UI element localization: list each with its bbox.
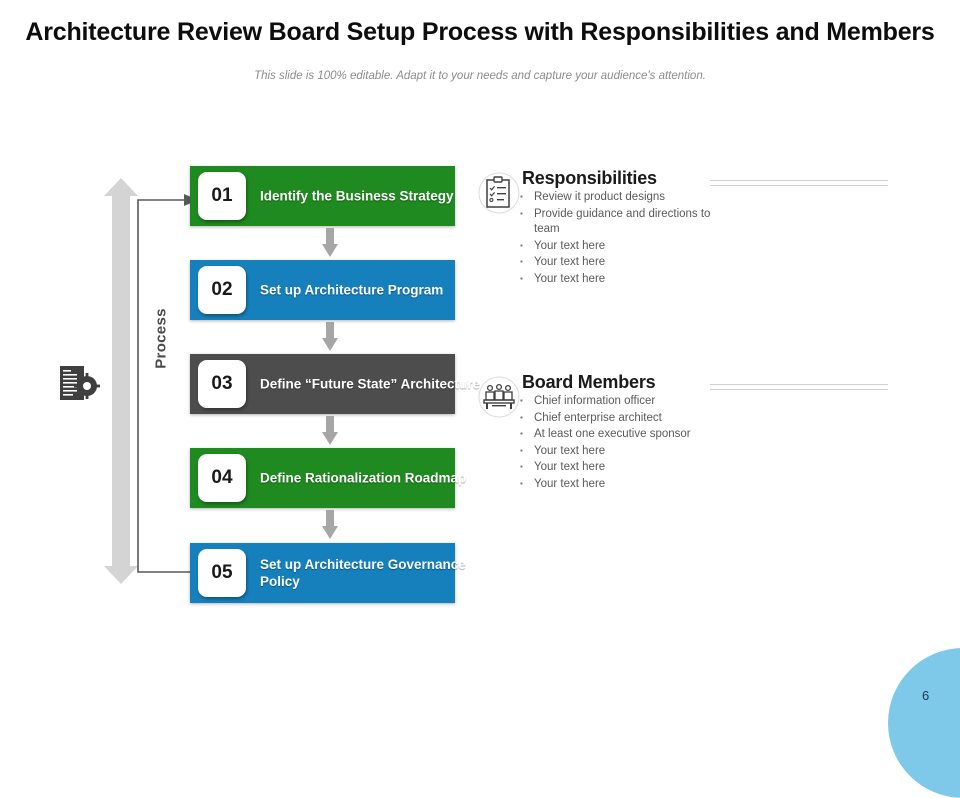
arrow-shaft — [326, 510, 334, 528]
step-number-badge: 01 — [198, 172, 246, 220]
heading-decorative-rule — [710, 180, 888, 187]
list-item: Your text here — [518, 443, 728, 460]
list-item: Your text here — [518, 254, 728, 271]
arrow-shaft — [326, 322, 334, 340]
process-step-02[interactable]: 02 Set up Architecture Program — [190, 260, 455, 320]
step-label: Define “Future State” Architecture — [260, 376, 481, 392]
page-number: 6 — [922, 688, 930, 703]
step-connector-arrow-1 — [322, 228, 338, 258]
arrow-head-icon — [322, 338, 338, 351]
step-connector-arrow-3 — [322, 416, 338, 446]
arrow-head-up-icon — [104, 178, 138, 196]
page-number-decoration — [888, 648, 960, 798]
arrow-head-icon — [322, 244, 338, 257]
heading-decorative-rule — [710, 384, 888, 391]
step-number-badge: 03 — [198, 360, 246, 408]
clipboard-checklist-icon — [478, 172, 520, 214]
list-item: At least one executive sponsor — [518, 426, 728, 443]
board-members-list: Chief information officer Chief enterpri… — [518, 393, 728, 493]
list-item: Your text here — [518, 476, 728, 493]
step-label: Identify the Business Strategy — [260, 188, 454, 204]
document-gear-icon — [56, 362, 102, 408]
page-subtitle: This slide is 100% editable. Adapt it to… — [254, 70, 706, 82]
list-item: Chief enterprise architect — [518, 410, 728, 427]
list-item: Provide guidance and directions to team — [518, 206, 728, 238]
list-item: Chief information officer — [518, 393, 728, 410]
responsibilities-panel: Responsibilities Review it product desig… — [478, 168, 898, 298]
board-meeting-table-icon — [478, 376, 520, 418]
arrow-shaft — [326, 416, 334, 434]
process-step-01[interactable]: 01 Identify the Business Strategy — [190, 166, 455, 226]
step-connector-arrow-2 — [322, 322, 338, 352]
arrow-head-icon — [322, 526, 338, 539]
process-step-03[interactable]: 03 Define “Future State” Architecture — [190, 354, 480, 414]
panel-heading: Responsibilities — [522, 168, 657, 188]
arrow-shaft — [112, 195, 130, 567]
arrow-head-down-icon — [104, 566, 138, 584]
step-number-badge: 02 — [198, 266, 246, 314]
arrow-head-icon — [322, 432, 338, 445]
panel-heading: Board Members — [522, 372, 656, 392]
step-number-badge: 05 — [198, 549, 246, 597]
list-item: Review it product designs — [518, 189, 728, 206]
step-number-badge: 04 — [198, 454, 246, 502]
step-label: Define Rationalization Roadmap — [260, 470, 467, 486]
process-step-04[interactable]: 04 Define Rationalization Roadmap — [190, 448, 466, 508]
process-step-05[interactable]: 05 Set up Architecture Governance Policy — [190, 543, 466, 603]
arrow-shaft — [326, 228, 334, 246]
board-members-panel: Board Members Chief information officer … — [478, 372, 898, 502]
step-label: Set up Architecture Program — [260, 282, 444, 298]
list-item: Your text here — [518, 271, 728, 288]
list-item: Your text here — [518, 459, 728, 476]
step-label: Set up Architecture Governance Policy — [260, 557, 466, 589]
page-title: Architecture Review Board Setup Process … — [25, 18, 935, 46]
responsibilities-list: Review it product designs Provide guidan… — [518, 189, 728, 288]
list-item: Your text here — [518, 238, 728, 255]
process-axis-arrow — [104, 178, 138, 584]
step-connector-arrow-4 — [322, 510, 338, 540]
